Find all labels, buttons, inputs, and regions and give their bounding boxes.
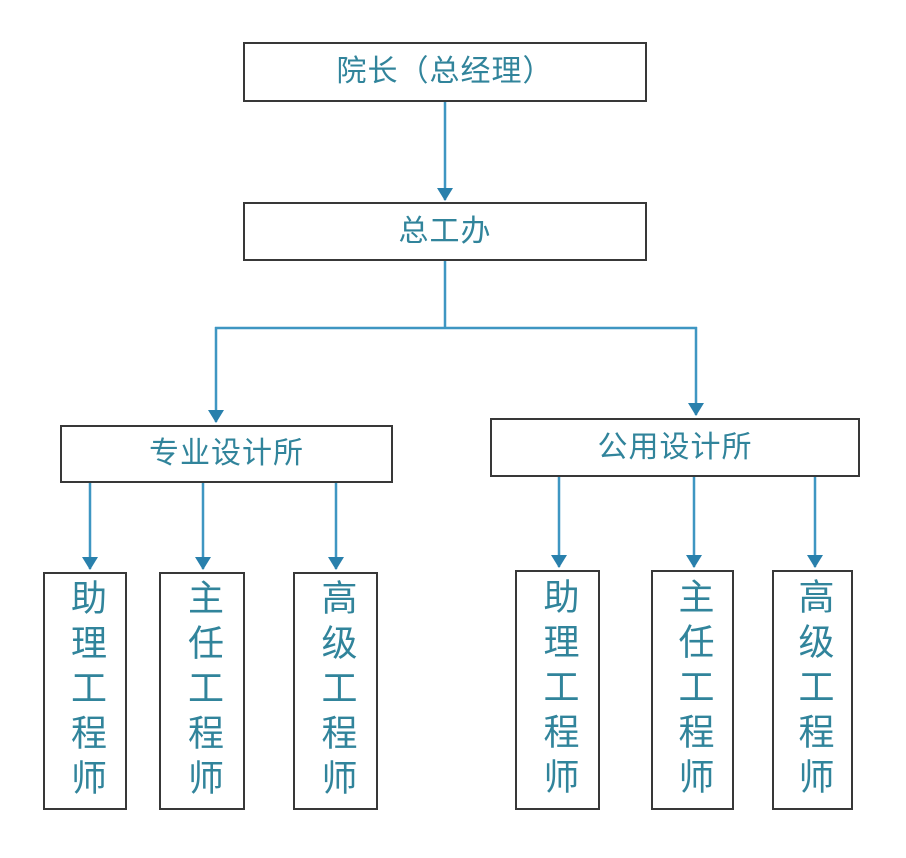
node-right-assistant-engineer: 助理工程师 [515,570,600,810]
node-left-senior-engineer: 高级工程师 [293,572,378,810]
node-right-senior-engineer: 高级工程师 [772,570,853,810]
node-right-director-engineer: 主任工程师 [651,570,734,810]
node-dept-public-design: 公用设计所 [490,418,860,477]
node-left-assistant-engineer: 助理工程师 [43,572,127,810]
node-dept-professional-design: 专业设计所 [60,425,393,483]
node-left-director-engineer: 主任工程师 [159,572,245,810]
node-president: 院长（总经理） [243,42,647,102]
node-chief-office: 总工办 [243,202,647,261]
